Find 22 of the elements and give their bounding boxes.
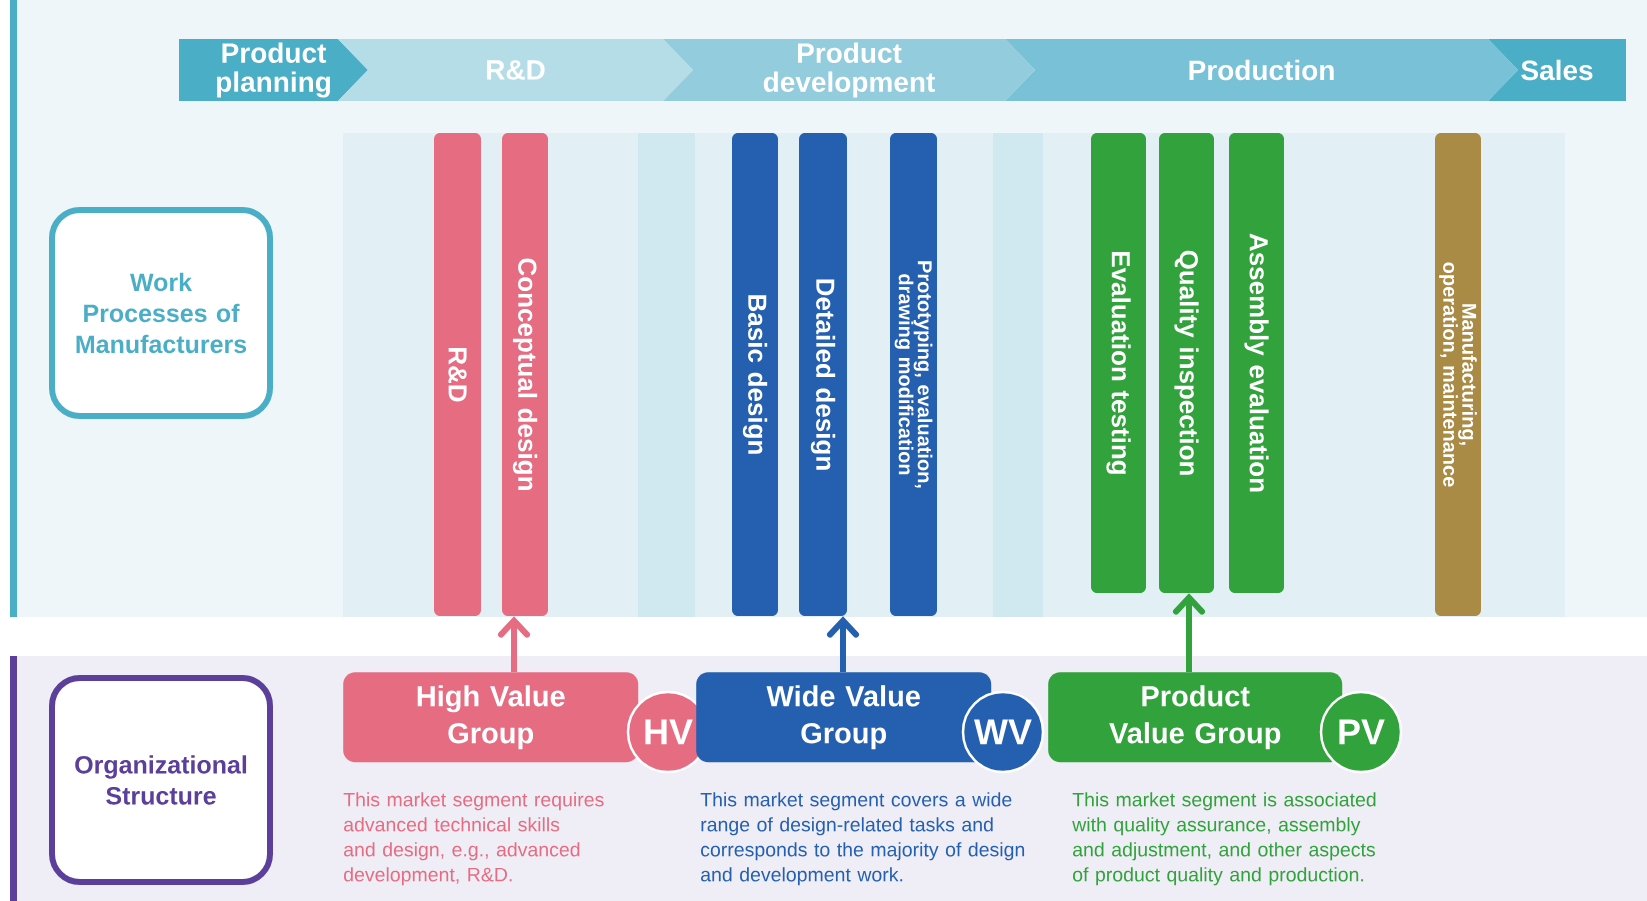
task-bar: Evaluation testing bbox=[1091, 133, 1146, 593]
group-badge: WV bbox=[961, 690, 1045, 774]
stage-banner: Sales bbox=[1488, 39, 1626, 101]
task-bar: Assembly evaluation bbox=[1229, 133, 1284, 593]
task-bar: Quality inspection bbox=[1159, 133, 1214, 593]
task-bar: Prototyping, evaluation, drawing modification bbox=[890, 133, 937, 616]
description-text: This market segment covers a wide range of design-related tasks and corresponds to the majority of design and development work. bbox=[700, 792, 1025, 886]
stage-banner: Production bbox=[1005, 39, 1518, 101]
task-bar: R&D bbox=[434, 133, 481, 616]
group-badge: PV bbox=[1319, 690, 1403, 774]
task-bar: Basic design bbox=[732, 133, 778, 616]
arrow bbox=[1173, 593, 1205, 672]
description-text: This market segment requires advanced technical skills and design, e.g., advanced development, R&D. bbox=[343, 792, 604, 886]
node-label: Wide Value Group bbox=[766, 685, 920, 750]
node-label: High Value Group bbox=[417, 685, 565, 750]
task-bar: Conceptual design bbox=[502, 133, 548, 616]
node-label: Product Value Group bbox=[1109, 685, 1281, 750]
section-box: Work Processes of Manufacturers bbox=[49, 207, 273, 419]
description-text: This market segment is associated with quality assurance, assembly and adjustment, and other aspects of product quality and production. bbox=[1072, 792, 1376, 886]
task-bar: Manufacturing, operation, maintenance bbox=[1435, 133, 1481, 616]
task-bar: Detailed design bbox=[799, 133, 847, 616]
section-box: Organizational Structure bbox=[49, 675, 273, 885]
